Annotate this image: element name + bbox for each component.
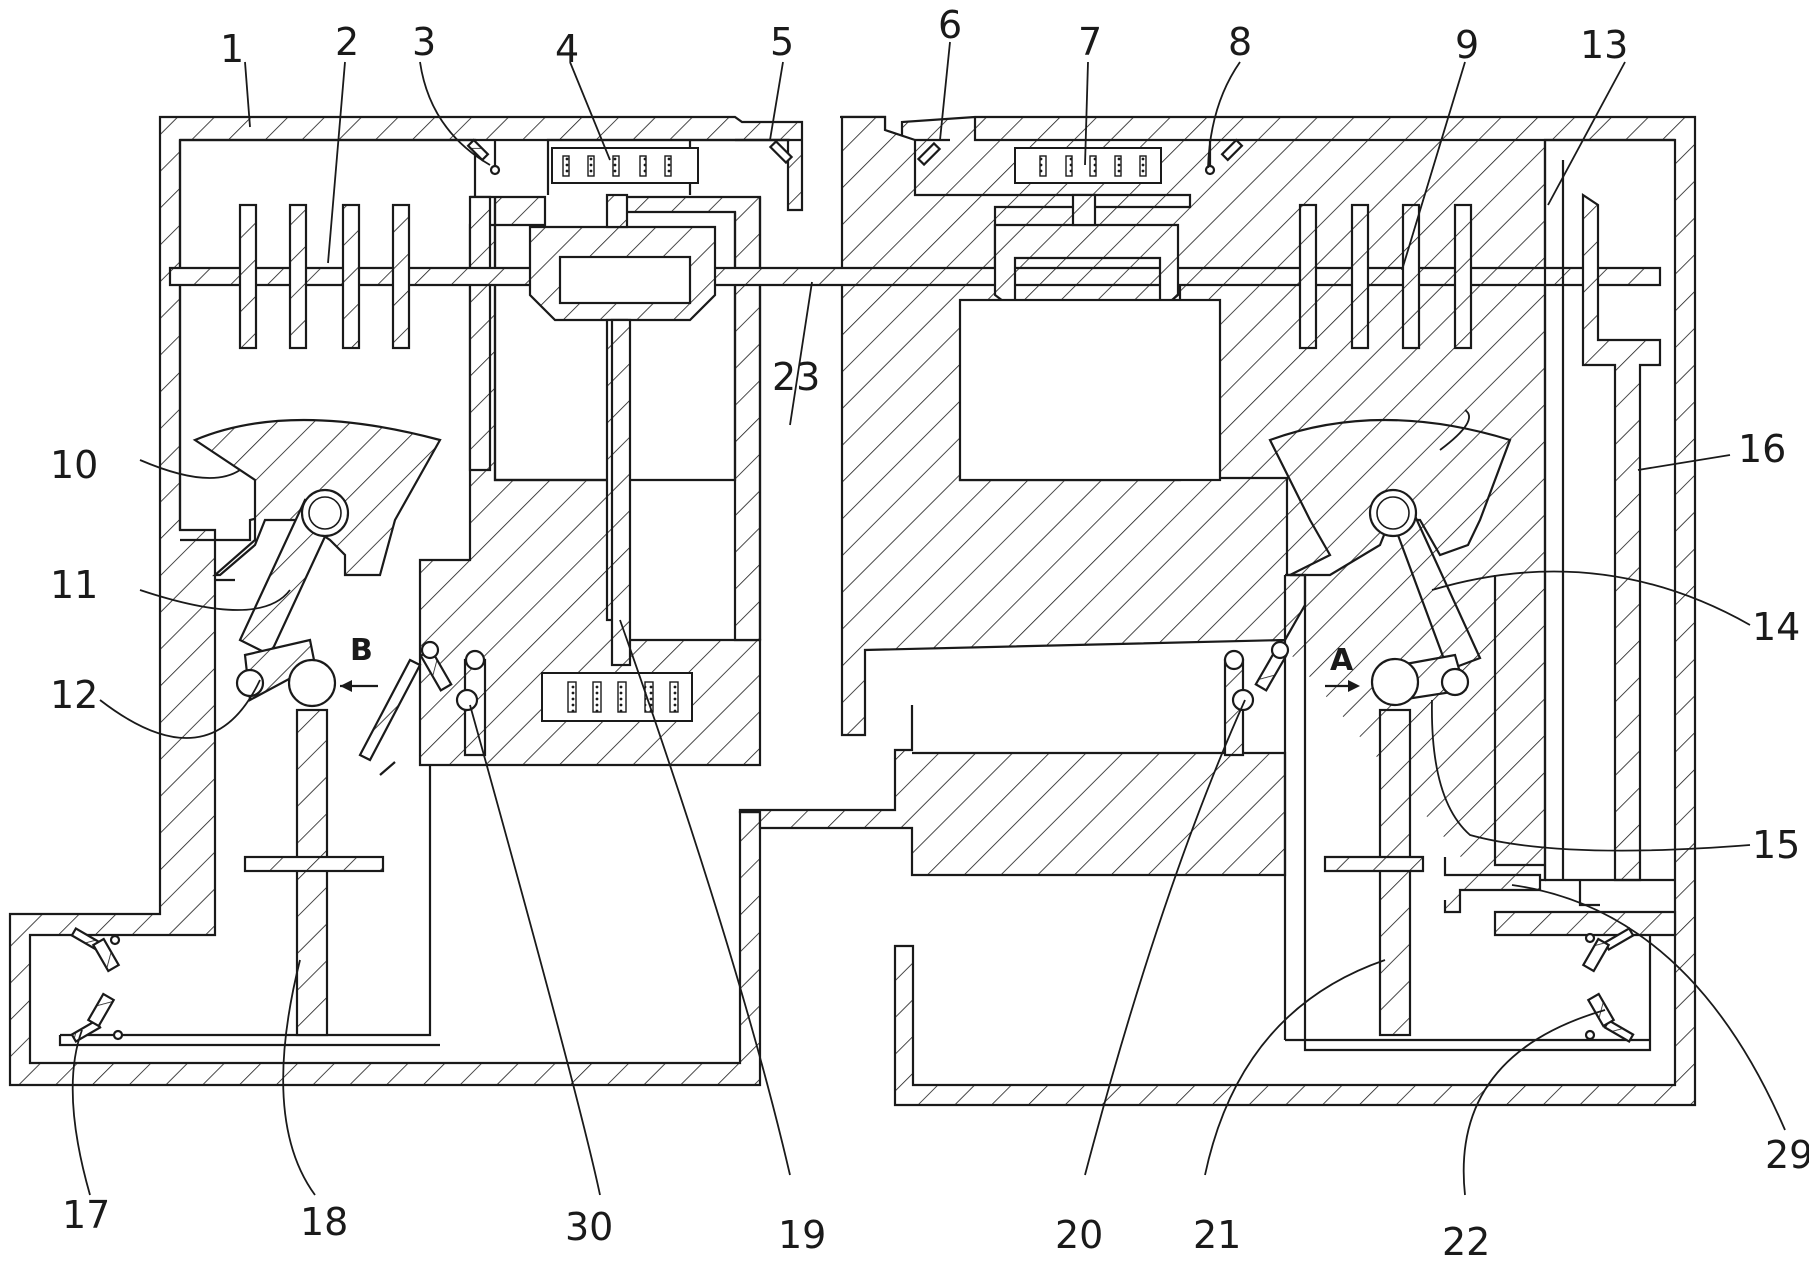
- switch-8: [1204, 138, 1244, 176]
- label-7: 7: [1078, 20, 1102, 64]
- switch-6: [915, 138, 950, 167]
- right-gearbox: [958, 193, 1222, 482]
- section-label-b: B: [350, 633, 373, 668]
- label-12: 12: [50, 673, 98, 717]
- switch-22: [1581, 927, 1635, 1043]
- label-22: 22: [1442, 1220, 1490, 1264]
- label-14: 14: [1752, 605, 1800, 649]
- part-labels: 1 2 3 4 5 6 7 8 9 13 10 16 11 14 12 15 2…: [50, 3, 1809, 1264]
- right-rod-21: [1323, 708, 1542, 1037]
- switch-3: [466, 138, 501, 176]
- magnet-7: [1014, 147, 1162, 184]
- label-17: 17: [62, 1193, 110, 1237]
- label-6: 6: [938, 3, 962, 47]
- label-10: 10: [50, 443, 98, 487]
- label-21: 21: [1193, 1213, 1241, 1257]
- label-5: 5: [770, 20, 794, 64]
- section-arrow-b: [340, 680, 378, 692]
- label-20: 20: [1055, 1213, 1103, 1257]
- switch-5: [735, 138, 794, 165]
- right-lever-14: [1368, 488, 1482, 707]
- magnet-lower: [541, 672, 693, 722]
- label-3: 3: [412, 20, 436, 64]
- magnet-4: [551, 147, 699, 184]
- left-flap-30: [358, 640, 487, 776]
- label-23: 23: [772, 355, 820, 399]
- label-18: 18: [300, 1200, 348, 1244]
- label-11: 11: [50, 563, 98, 607]
- label-2: 2: [335, 20, 359, 64]
- label-13: 13: [1580, 23, 1628, 67]
- left-column-19: [610, 318, 632, 667]
- section-label-a: A: [1330, 643, 1354, 678]
- leader-lines: [71, 41, 1786, 1196]
- label-4: 4: [555, 27, 579, 71]
- label-30: 30: [565, 1205, 613, 1249]
- label-19: 19: [778, 1213, 826, 1257]
- label-9: 9: [1455, 23, 1479, 67]
- label-8: 8: [1228, 20, 1252, 64]
- label-15: 15: [1752, 823, 1800, 867]
- label-29: 29: [1765, 1133, 1809, 1177]
- switch-17: [70, 927, 124, 1043]
- right-flap-20: [1223, 640, 1290, 757]
- label-16: 16: [1738, 427, 1786, 471]
- section-arrow-a: [1325, 680, 1360, 692]
- label-1: 1: [220, 27, 244, 71]
- left-lever-11: [235, 488, 350, 708]
- left-rod-18: [243, 708, 385, 1037]
